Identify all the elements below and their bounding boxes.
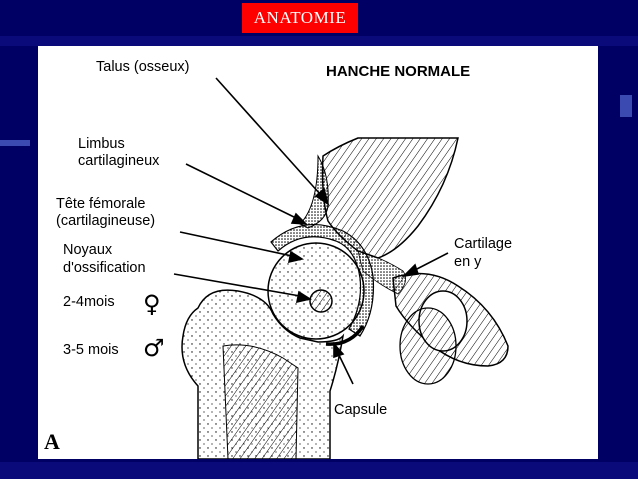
background-band-top <box>0 36 638 46</box>
male-symbol: ♂ <box>143 334 165 362</box>
anatomy-figure: HANCHE NORMALE Talus (osseux) Limbus car… <box>38 46 598 459</box>
label-limbus-2: cartilagineux <box>78 153 160 169</box>
acetabulum-cartilage <box>270 224 375 337</box>
label-limbus-1: Limbus <box>78 136 125 152</box>
decor-bar-right <box>620 95 632 117</box>
talus-shape <box>299 154 329 229</box>
label-cartilage-2: en y <box>454 254 482 270</box>
slide-title: ANATOMIE <box>242 3 358 33</box>
femur-medullary <box>222 344 299 459</box>
ossification-nucleus <box>309 289 333 313</box>
label-age-female: 2-4mois <box>63 294 115 310</box>
label-age-male: 3-5 mois <box>63 342 119 358</box>
decor-bar-left <box>0 140 30 146</box>
capsule-line <box>325 325 365 346</box>
label-noyaux-1: Noyaux <box>63 242 113 258</box>
panel-letter: A <box>44 429 60 454</box>
label-cartilage-1: Cartilage <box>454 236 513 252</box>
hip-illustration <box>173 77 509 459</box>
background-band-bottom <box>0 462 638 479</box>
label-tete-1: Tête fémorale <box>56 196 146 212</box>
female-symbol: ♀ <box>143 290 161 318</box>
figure-heading: HANCHE NORMALE <box>326 63 471 80</box>
ischium-shape <box>399 307 457 385</box>
ilium-shape <box>321 137 459 259</box>
leader-arrows <box>173 77 449 385</box>
label-tete-2: (cartilagineuse) <box>56 213 156 229</box>
label-noyaux-2: d'ossification <box>63 260 146 276</box>
label-talus: Talus (osseux) <box>96 59 190 75</box>
label-capsule: Capsule <box>334 402 388 418</box>
